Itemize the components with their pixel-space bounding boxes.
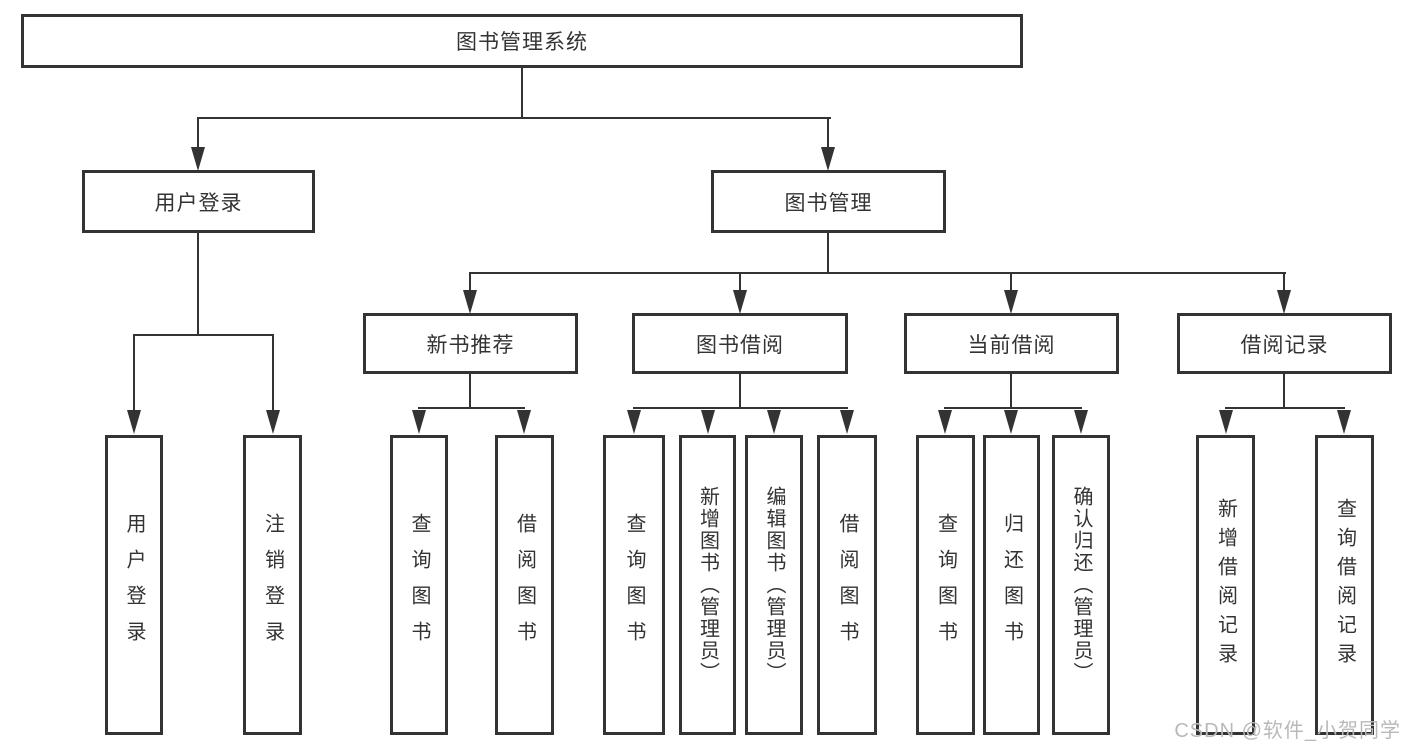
connector-line <box>827 233 829 274</box>
arrow-down-icon <box>463 290 477 314</box>
node-user-login-group: 用户登录 <box>82 170 315 233</box>
arrow-down-icon <box>840 410 854 434</box>
arrow-down-icon <box>767 410 781 434</box>
leaf-newbook-query-label: 查询图书 <box>408 513 430 657</box>
arrow-down-icon <box>266 410 280 434</box>
leaf-current-query-label: 查询图书 <box>934 513 957 657</box>
node-book-borrow-label: 图书借阅 <box>696 333 784 357</box>
arrow-down-icon <box>1219 410 1233 434</box>
arrow-down-icon <box>1074 410 1088 434</box>
node-book-mgmt-group: 图书管理 <box>711 170 946 233</box>
node-book-mgmt-group-label: 图书管理 <box>784 191 873 215</box>
leaf-record-query-label: 查询借阅记录 <box>1333 498 1356 672</box>
node-root: 图书管理系统 <box>21 14 1023 68</box>
arrow-down-icon <box>1337 410 1351 434</box>
leaf-record-add: 新增借阅记录 <box>1196 435 1255 735</box>
node-borrow-records-label: 借阅记录 <box>1240 333 1329 357</box>
leaf-borrow-query-label: 查询图书 <box>623 513 645 657</box>
connector-line <box>521 68 523 118</box>
node-new-book-rec: 新书推荐 <box>363 313 578 374</box>
connector-line <box>1283 374 1285 409</box>
connector-line <box>469 272 471 292</box>
arrow-down-icon <box>938 410 952 434</box>
leaf-logout-label: 注销登录 <box>261 513 284 657</box>
arrow-down-icon <box>733 290 747 314</box>
leaf-borrow-add-admin-label: 新增图书（管理员） <box>696 486 719 684</box>
node-user-login-group-label: 用户登录 <box>154 191 243 215</box>
leaf-borrow-edit-admin-label: 编辑图书（管理员） <box>763 486 785 684</box>
connector-line <box>197 233 199 336</box>
leaf-borrow-query: 查询图书 <box>603 435 665 735</box>
node-book-borrow: 图书借阅 <box>632 313 848 374</box>
leaf-current-confirm-admin: 确认归还（管理员） <box>1052 435 1110 735</box>
arrow-down-icon <box>191 147 205 171</box>
leaf-current-query: 查询图书 <box>916 435 975 735</box>
leaf-borrow-edit-admin: 编辑图书（管理员） <box>745 435 803 735</box>
connector-line <box>739 272 741 292</box>
arrow-down-icon <box>127 410 141 434</box>
arrow-down-icon <box>1004 290 1018 314</box>
connector-line <box>1283 272 1285 292</box>
arrow-down-icon <box>701 410 715 434</box>
leaf-current-confirm-admin-label: 确认归还（管理员） <box>1070 486 1092 684</box>
leaf-borrow-borrow-label: 借阅图书 <box>836 513 858 657</box>
connector-line <box>469 374 471 409</box>
connector-line <box>272 334 274 410</box>
leaf-current-return-label: 归还图书 <box>1000 513 1023 657</box>
leaf-current-return: 归还图书 <box>983 435 1040 735</box>
leaf-user-login: 用户登录 <box>105 435 163 735</box>
arrow-down-icon <box>1004 410 1018 434</box>
connector-line <box>1010 374 1012 409</box>
connector-line <box>197 117 831 119</box>
connector-line <box>133 334 135 410</box>
connector-line <box>197 117 199 151</box>
arrow-down-icon <box>517 410 531 434</box>
connector-line <box>739 374 741 409</box>
leaf-newbook-borrow-label: 借阅图书 <box>513 513 536 657</box>
leaf-record-add-label: 新增借阅记录 <box>1214 498 1237 672</box>
connector-line <box>418 407 525 409</box>
connector-line <box>133 334 274 336</box>
node-current-borrow-label: 当前借阅 <box>967 333 1056 357</box>
arrow-down-icon <box>821 147 835 171</box>
connector-line <box>1010 272 1012 292</box>
leaf-user-login-label: 用户登录 <box>123 513 145 657</box>
arrow-down-icon <box>1277 290 1291 314</box>
connector-line <box>1225 407 1345 409</box>
connector-line <box>827 117 829 151</box>
leaf-logout: 注销登录 <box>243 435 302 735</box>
arrow-down-icon <box>627 410 641 434</box>
connector-line <box>633 407 848 409</box>
csdn-watermark: CSDN @软件_小贺同学 <box>1174 720 1401 742</box>
arrow-down-icon <box>412 410 426 434</box>
leaf-borrow-add-admin: 新增图书（管理员） <box>679 435 736 735</box>
connector-line <box>944 407 1082 409</box>
leaf-newbook-borrow: 借阅图书 <box>495 435 554 735</box>
node-current-borrow: 当前借阅 <box>904 313 1119 374</box>
node-root-label: 图书管理系统 <box>456 31 588 54</box>
leaf-borrow-borrow: 借阅图书 <box>817 435 877 735</box>
node-borrow-records: 借阅记录 <box>1177 313 1392 374</box>
node-new-book-rec-label: 新书推荐 <box>426 333 515 357</box>
connector-line <box>469 272 1286 274</box>
leaf-newbook-query: 查询图书 <box>390 435 448 735</box>
leaf-record-query: 查询借阅记录 <box>1315 435 1374 735</box>
